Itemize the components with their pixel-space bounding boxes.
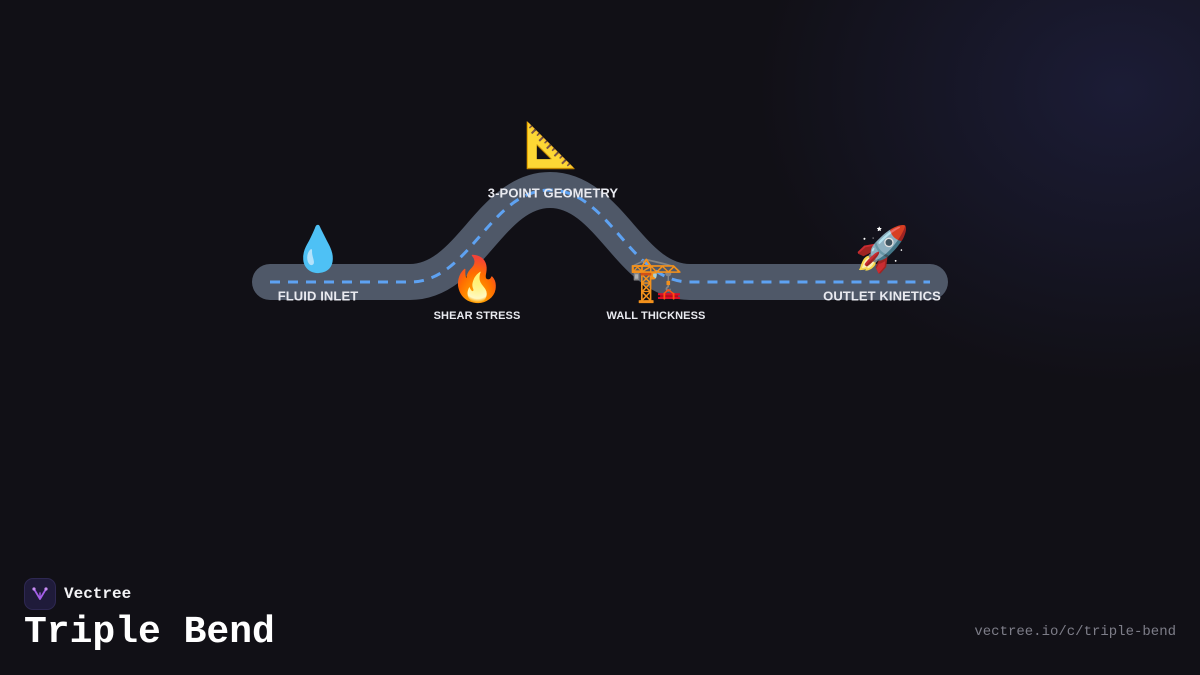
- road-path: [252, 172, 948, 300]
- node-label-outlet-kinetics: OUTLET KINETICS: [823, 288, 941, 304]
- droplet-icon: 💧: [290, 224, 346, 275]
- node-label-fluid-inlet: FLUID INLET: [277, 288, 359, 304]
- brand: Vectree: [24, 577, 131, 611]
- node-label-3-point-geometry: 3-POINT GEOMETRY: [487, 185, 619, 201]
- node-label-shear-stress: SHEAR STRESS: [433, 310, 521, 322]
- node-label-wall-thickness: WALL THICKNESS: [606, 310, 706, 322]
- brand-name: Vectree: [64, 585, 132, 603]
- vectree-logo-icon: [24, 578, 56, 610]
- road-dash-line: [270, 188, 930, 284]
- page-url: vectree.io/c/triple-bend: [974, 624, 1176, 640]
- crane-icon: 🏗️: [628, 254, 684, 305]
- fire-icon: 🔥: [449, 254, 505, 305]
- page-title: Triple Bend: [24, 611, 275, 654]
- rocket-icon: 🚀: [854, 224, 910, 275]
- triangular-ruler-icon: 📐: [523, 120, 579, 171]
